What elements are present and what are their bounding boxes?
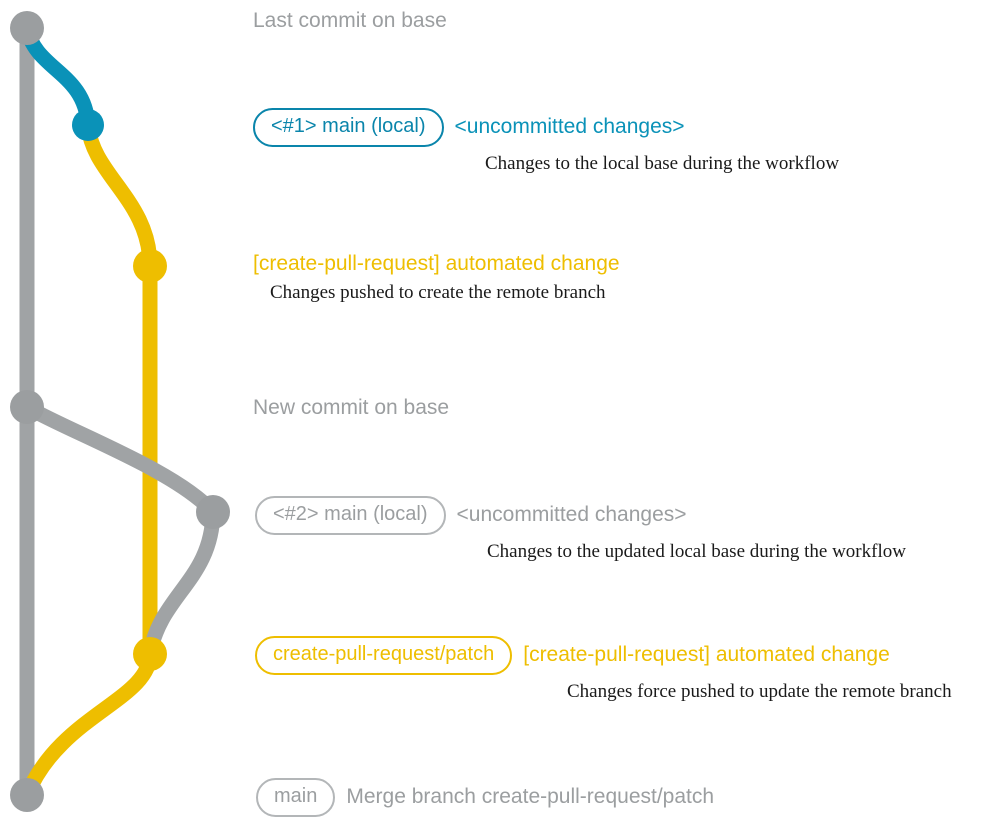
commit-entry-local-main-2: <#2> main (local) <uncommitted changes> … xyxy=(255,496,906,563)
ref-badge-main-local-2[interactable]: <#2> main (local) xyxy=(255,496,446,535)
graph-edge-local2-to-patch xyxy=(142,504,221,662)
commit-node-local-main-1[interactable] xyxy=(72,109,104,141)
commit-entry-last-commit-on-base: Last commit on base xyxy=(253,9,447,33)
commit-entry-merge-commit: main Merge branch create-pull-request/pa… xyxy=(256,778,714,817)
commit-subject: New commit on base xyxy=(253,396,450,419)
commit-description: Changes to the local base during the wor… xyxy=(485,152,840,174)
commit-entry-automated-change-1: [create-pull-request] automated change C… xyxy=(253,252,620,304)
ref-badge-create-pull-request-patch[interactable]: create-pull-request/patch xyxy=(255,636,513,675)
graph-edge-yellow-to-merge xyxy=(19,646,158,803)
commit-entry-automated-change-2: create-pull-request/patch [create-pull-r… xyxy=(255,636,952,703)
ref-badge-main[interactable]: main xyxy=(256,778,336,817)
commit-entry-local-main-1: <#1> main (local) <uncommitted changes> … xyxy=(253,108,839,175)
graph-edge-teal-branch xyxy=(19,20,96,133)
commit-description: Changes force pushed to update the remot… xyxy=(567,680,952,702)
commit-subject: Merge branch create-pull-request/patch xyxy=(346,785,715,809)
commit-description: Changes to the updated local base during… xyxy=(487,540,906,562)
commit-description: Changes pushed to create the remote bran… xyxy=(270,282,606,303)
commit-node-automated-change-2[interactable] xyxy=(133,637,167,671)
commit-node-automated-change-1[interactable] xyxy=(133,249,167,283)
commit-subject: <uncommitted changes> xyxy=(454,115,685,139)
graph-edge-yellow-branch xyxy=(80,117,158,662)
commit-subject: [create-pull-request] automated change xyxy=(253,252,620,275)
commit-node-new-commit-on-base[interactable] xyxy=(10,390,44,424)
commit-subject: <uncommitted changes> xyxy=(456,503,687,527)
commit-entry-new-commit-on-base: New commit on base xyxy=(253,396,449,420)
commit-node-merge-commit[interactable] xyxy=(10,778,44,812)
commit-subject: Last commit on base xyxy=(253,9,447,32)
commit-subject: [create-pull-request] automated change xyxy=(523,643,890,667)
commit-node-last-commit-on-base[interactable] xyxy=(10,11,44,45)
graph-edge-base-to-local2 xyxy=(19,399,221,520)
ref-badge-main-local-1[interactable]: <#1> main (local) xyxy=(253,108,444,147)
commit-node-local-main-2[interactable] xyxy=(196,495,230,529)
